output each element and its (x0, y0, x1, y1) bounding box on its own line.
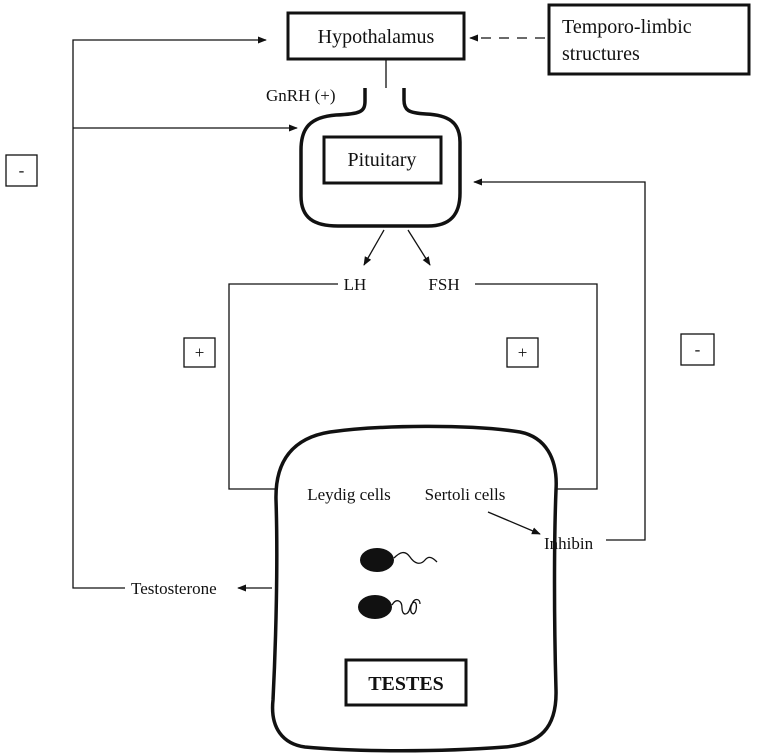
svg-text:+: + (195, 343, 205, 362)
sperm-coiled-icon (358, 595, 421, 619)
lh-label: LH (344, 275, 367, 294)
testes-outline (270, 424, 558, 753)
temporo-limbic-node: Temporo-limbic structures (547, 3, 751, 76)
svg-text:-: - (19, 161, 25, 180)
inhibin-feedback-sign: - (680, 333, 715, 366)
left-feedback-sign: - (5, 154, 38, 187)
svg-text:+: + (518, 343, 528, 362)
sperm-icon (360, 548, 438, 572)
fsh-label: FSH (428, 275, 459, 294)
temporo-limbic-label-line2: structures (562, 43, 640, 65)
leydig-cells-label: Leydig cells (307, 485, 391, 504)
pituitary-node: Pituitary (322, 135, 443, 185)
hypothalamus-node: Hypothalamus (286, 11, 466, 61)
fsh-to-sertoli-arrow (475, 283, 598, 493)
sertoli-cells-label: Sertoli cells (425, 485, 506, 504)
fsh-effect-sign: + (506, 337, 539, 368)
temporo-limbic-label-line1: Temporo-limbic (562, 16, 692, 38)
testosterone-label: Testosterone (131, 579, 217, 598)
hypothalamus-label: Hypothalamus (318, 26, 435, 48)
pituitary-label: Pituitary (348, 149, 417, 171)
testes-label: TESTES (368, 673, 444, 695)
svg-text:-: - (695, 340, 701, 359)
testes-node: TESTES (344, 658, 468, 707)
lh-to-leydig-arrow (228, 283, 338, 493)
pituitary-to-fsh-arrow (407, 229, 431, 266)
inhibin-feedback-arrow (473, 178, 646, 541)
lh-effect-sign: + (183, 337, 216, 368)
inhibin-label: Inhibin (544, 534, 594, 553)
testosterone-to-hypothalamus-arrow (72, 36, 267, 589)
sertoli-to-inhibin-arrow (487, 511, 541, 535)
gnrh-label: GnRH (+) (266, 86, 336, 105)
pituitary-to-lh-arrow (363, 229, 385, 266)
